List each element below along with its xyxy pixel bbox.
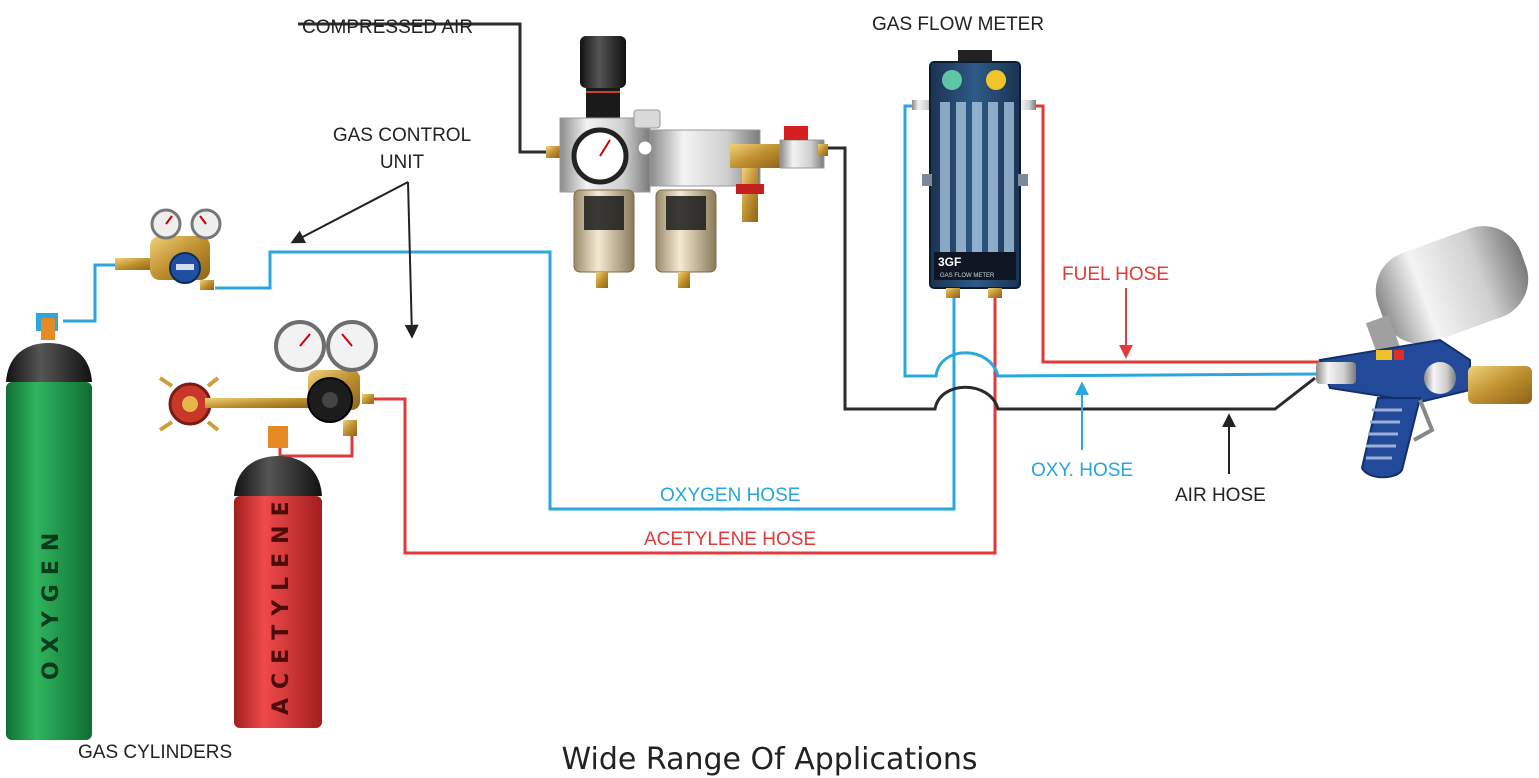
gas-flow-meter: 3GF GAS FLOW METER <box>912 50 1036 298</box>
oxy-hose-label: OXY. HOSE <box>1031 460 1133 481</box>
oxy-hose-line <box>903 104 1321 378</box>
gas-control-arrow-down <box>404 181 419 339</box>
oxygen-cylinder-feed-hose <box>63 263 118 323</box>
oxygen-regulator <box>115 208 222 290</box>
air-filter-regulator-unit <box>546 36 828 288</box>
gas-control-unit-label-line2: UNIT <box>380 152 425 173</box>
acetylene-regulator <box>158 320 378 436</box>
compressed-air-input-line <box>298 22 553 154</box>
acetylene-cylinder-label: ACETYLENE <box>269 492 294 715</box>
flow-meter-subtitle: GAS FLOW METER <box>940 273 995 279</box>
pointer-arrows <box>290 181 1236 474</box>
air-hose-label: AIR HOSE <box>1175 485 1266 506</box>
acetylene-hose-label: ACETYLENE HOSE <box>644 529 816 550</box>
oxygen-cylinder: OXYGEN <box>6 313 92 740</box>
air-hose-line <box>826 146 1316 411</box>
applications-caption: Wide Range Of Applications <box>561 742 978 777</box>
fuel-hose-label: FUEL HOSE <box>1062 264 1169 285</box>
gas-spray-setup-diagram: OXYGEN ACETYLENE <box>6 14 1532 762</box>
flow-meter-brand: 3GF <box>938 255 961 269</box>
spray-gun <box>1316 226 1532 479</box>
diagram-labels: COMPRESSED AIR GAS FLOW METER GAS CONTRO… <box>78 14 1266 762</box>
oxygen-hose-label: OXYGEN HOSE <box>660 485 800 506</box>
gas-flow-meter-label: GAS FLOW METER <box>872 14 1044 35</box>
acetylene-cylinder-feed-hose <box>278 430 354 458</box>
oxygen-cylinder-label: OXYGEN <box>39 524 64 680</box>
acetylene-cylinder: ACETYLENE <box>234 426 322 728</box>
acetylene-hose-line <box>370 290 997 555</box>
compressed-air-label: COMPRESSED AIR <box>302 17 473 38</box>
gas-control-arrow-left <box>290 181 409 244</box>
fuel-hose-line <box>1036 104 1330 364</box>
gas-control-unit-label-line1: GAS CONTROL <box>333 125 471 146</box>
hoses <box>63 22 1330 555</box>
oxygen-hose-line <box>215 250 956 511</box>
gas-cylinders-label: GAS CYLINDERS <box>78 742 232 762</box>
